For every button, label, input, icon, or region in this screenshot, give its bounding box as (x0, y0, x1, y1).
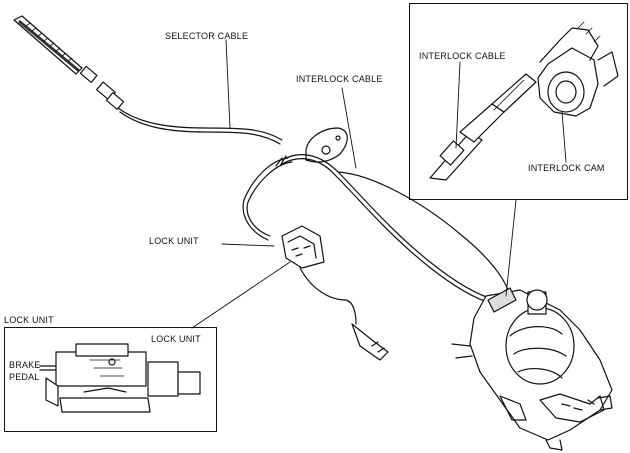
lock-unit-drawing (281, 225, 389, 361)
interlock-cam-detail (429, 21, 619, 181)
interlock-cable (242, 154, 511, 305)
lock-unit-inset (4, 327, 217, 432)
interlock-detail-inset (409, 3, 628, 200)
label-inset-lock-unit-title: LOCK UNIT (4, 315, 54, 325)
label-inset-interlock-cable: INTERLOCK CABLE (419, 51, 506, 61)
label-brake-pedal-line1: BRAKE (9, 360, 41, 370)
label-interlock-cable: INTERLOCK CABLE (296, 74, 383, 84)
label-inset-interlock-cam: INTERLOCK CAM (528, 163, 605, 173)
cable-bracket (305, 127, 348, 163)
label-lock-unit: LOCK UNIT (149, 236, 199, 246)
shifter-assembly (451, 287, 613, 451)
label-inset-lock-unit: LOCK UNIT (151, 334, 201, 344)
leader-lines (191, 39, 517, 329)
lock-unit-detail (39, 343, 201, 413)
label-brake-pedal-line2: PEDAL (9, 372, 40, 382)
label-selector-cable: SELECTOR CABLE (165, 31, 249, 41)
selector-cable-end (13, 15, 283, 145)
